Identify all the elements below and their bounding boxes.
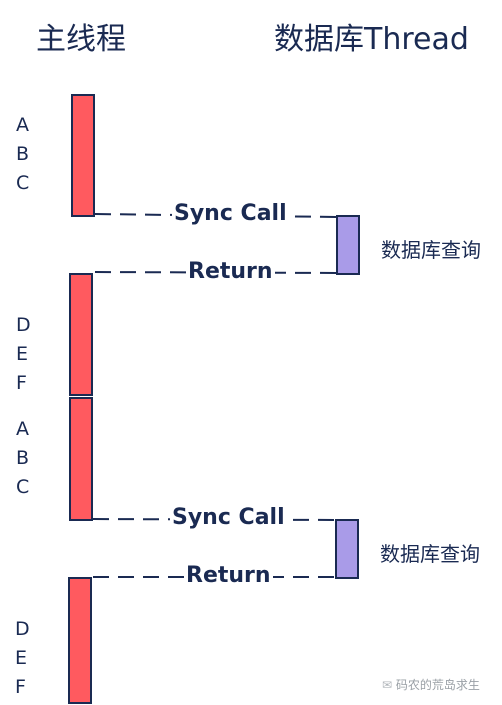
wechat-icon: ✉	[382, 678, 393, 692]
step-label: D	[16, 314, 31, 336]
main-thread-title: 主线程	[36, 22, 126, 57]
step-label: A	[16, 114, 29, 136]
db-query-label: 数据库查询	[380, 542, 480, 566]
db-thread-bar-1	[336, 215, 360, 275]
db-thread-title: 数据库Thread	[274, 22, 469, 57]
return-label: Return	[184, 563, 273, 588]
main-thread-bar-3	[69, 397, 93, 521]
return-label: Return	[186, 259, 275, 284]
db-query-label: 数据库查询	[381, 238, 481, 262]
step-label: D	[15, 618, 30, 640]
step-label: A	[16, 418, 29, 440]
step-label: E	[16, 343, 29, 365]
main-thread-bar-1	[71, 94, 95, 217]
step-label: B	[16, 447, 30, 469]
step-label: C	[16, 172, 30, 194]
sync-call-line-1	[94, 213, 338, 218]
db-thread-bar-2	[335, 519, 359, 579]
sync-call-label: Sync Call	[172, 201, 289, 226]
step-label: B	[16, 143, 30, 165]
sync-call-label: Sync Call	[170, 505, 287, 530]
step-label: E	[15, 647, 28, 669]
watermark: ✉ 码农的荒岛求生	[382, 676, 480, 693]
watermark-text: 码农的荒岛求生	[395, 678, 480, 692]
return-line-1	[94, 271, 338, 274]
step-label: C	[16, 476, 30, 498]
main-thread-bar-2	[69, 273, 93, 396]
step-label: F	[15, 676, 26, 698]
step-label: F	[16, 372, 27, 394]
sync-call-line-2	[92, 518, 337, 521]
main-thread-bar-4	[68, 577, 92, 704]
